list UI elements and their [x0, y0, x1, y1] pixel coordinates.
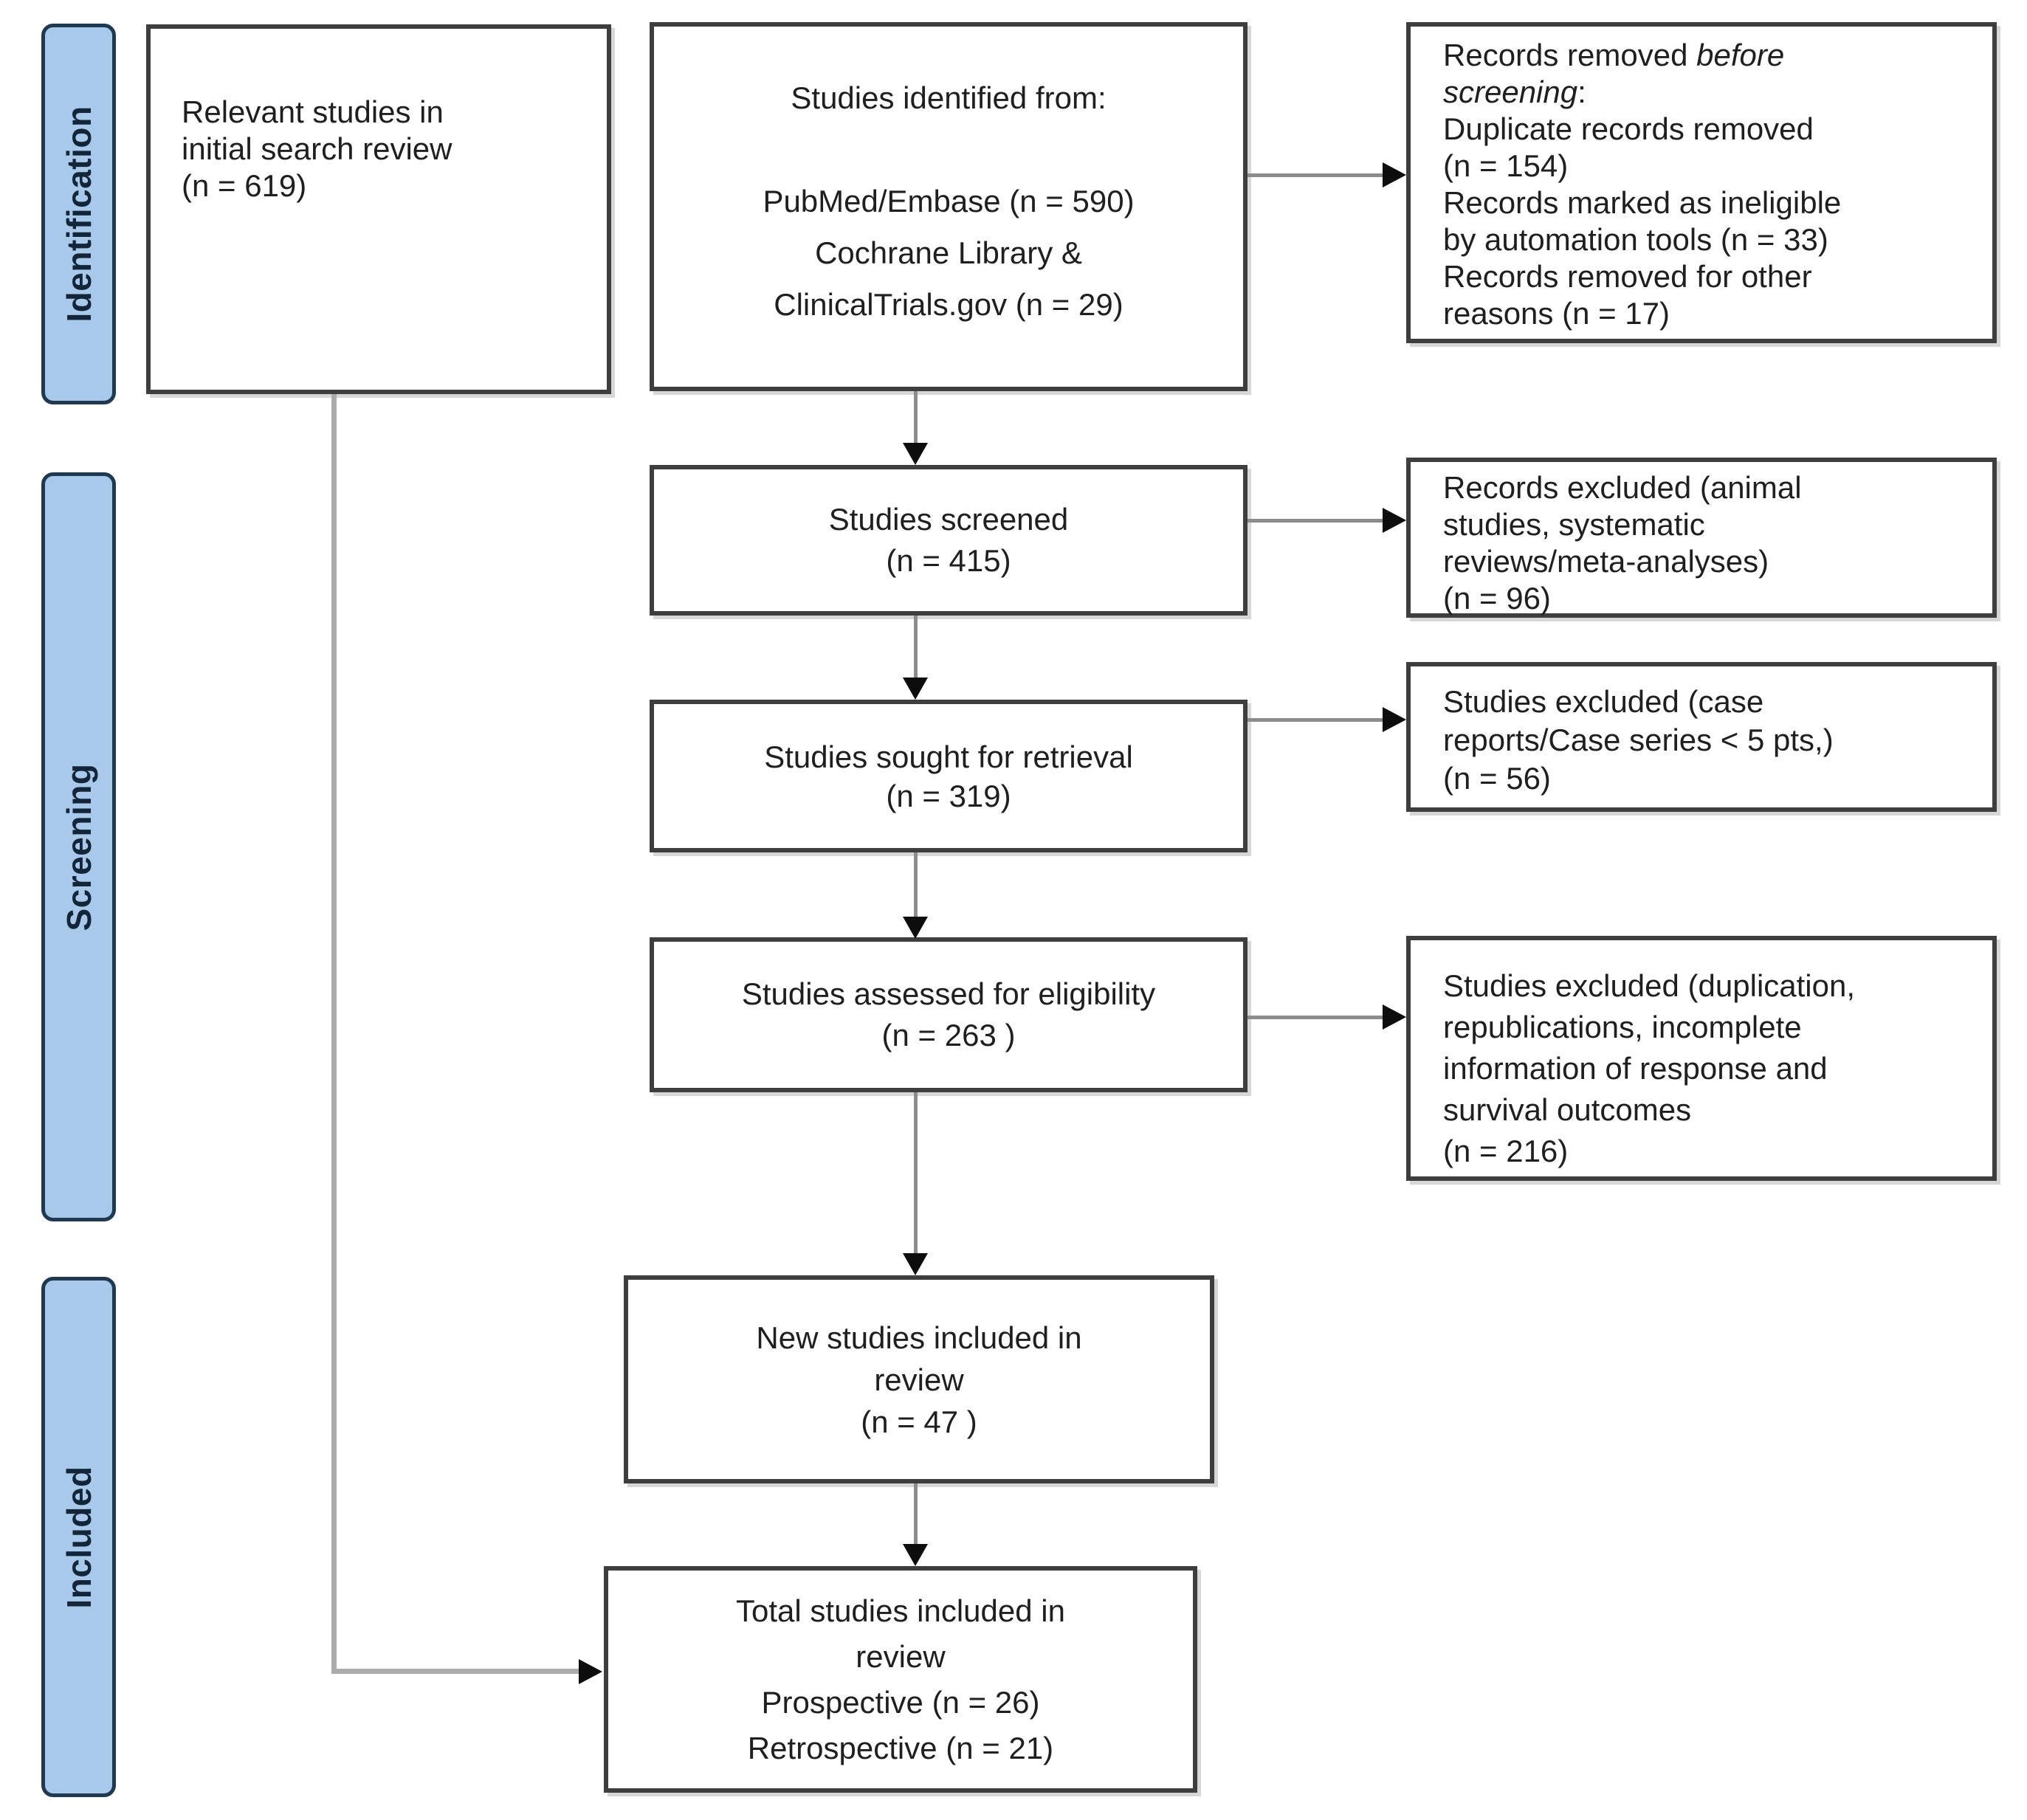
arrow-sought-to-assessed-line: [914, 852, 918, 918]
arrow-assessed-to-excluded-line: [1247, 1016, 1384, 1019]
box-records-removed-before-screening: Records removed before screening: Duplic…: [1406, 22, 1997, 343]
arrow-new-to-total-line: [914, 1483, 918, 1545]
box-studies-assessed: Studies assessed for eligibility(n = 263…: [650, 937, 1247, 1092]
arrowhead-down-icon: [903, 1544, 928, 1566]
box-studies-sought-text: Studies sought for retrieval(n = 319): [764, 739, 1133, 813]
elbow-connector-horizontal-line: [331, 1669, 580, 1674]
stage-screening-label: Screening: [59, 763, 98, 931]
arrowhead-down-icon: [903, 917, 928, 939]
arrow-sought-to-excluded-line: [1247, 718, 1384, 722]
stage-screening: Screening: [41, 472, 116, 1221]
box-studies-assessed-text: Studies assessed for eligibility(n = 263…: [741, 976, 1156, 1052]
arrowhead-down-icon: [903, 678, 928, 700]
box-records-removed-title: Records removed before screening:: [1443, 38, 1785, 109]
arrow-identified-to-removed-line: [1247, 173, 1384, 177]
stage-identification: Identification: [41, 24, 116, 404]
arrowhead-right-icon: [1383, 1004, 1406, 1030]
box-studies-excluded-duplication-text: Studies excluded (duplication,republicat…: [1443, 968, 1856, 1168]
box-studies-identified-text: Studies identified from: PubMed/Embase (…: [763, 80, 1135, 322]
stage-identification-label: Identification: [59, 106, 98, 323]
arrow-screened-to-excluded-line: [1247, 519, 1384, 523]
arrowhead-down-icon: [903, 443, 928, 465]
arrow-identified-to-screened-line: [914, 391, 918, 446]
arrow-screened-to-sought-line: [914, 616, 918, 679]
box-studies-sought: Studies sought for retrieval(n = 319): [650, 700, 1247, 852]
stage-included-label: Included: [59, 1465, 98, 1609]
arrow-assessed-to-new-line: [914, 1092, 918, 1255]
box-studies-screened: Studies screened(n = 415): [650, 465, 1247, 616]
box-studies-identified: Studies identified from: PubMed/Embase (…: [650, 22, 1247, 391]
arrowhead-right-icon: [1383, 707, 1406, 732]
elbow-connector-vertical-line: [331, 394, 337, 1674]
box-records-removed-text: Duplicate records removed(n = 154)Record…: [1443, 111, 1842, 331]
box-studies-screened-text: Studies screened(n = 415): [828, 502, 1069, 578]
box-studies-excluded-duplication: Studies excluded (duplication,republicat…: [1406, 936, 1997, 1181]
arrowhead-right-icon: [1383, 508, 1406, 533]
arrowhead-down-icon: [903, 1253, 928, 1275]
arrowhead-right-icon: [1383, 162, 1406, 187]
stage-included: Included: [41, 1277, 116, 1797]
arrowhead-right-icon: [579, 1659, 602, 1684]
